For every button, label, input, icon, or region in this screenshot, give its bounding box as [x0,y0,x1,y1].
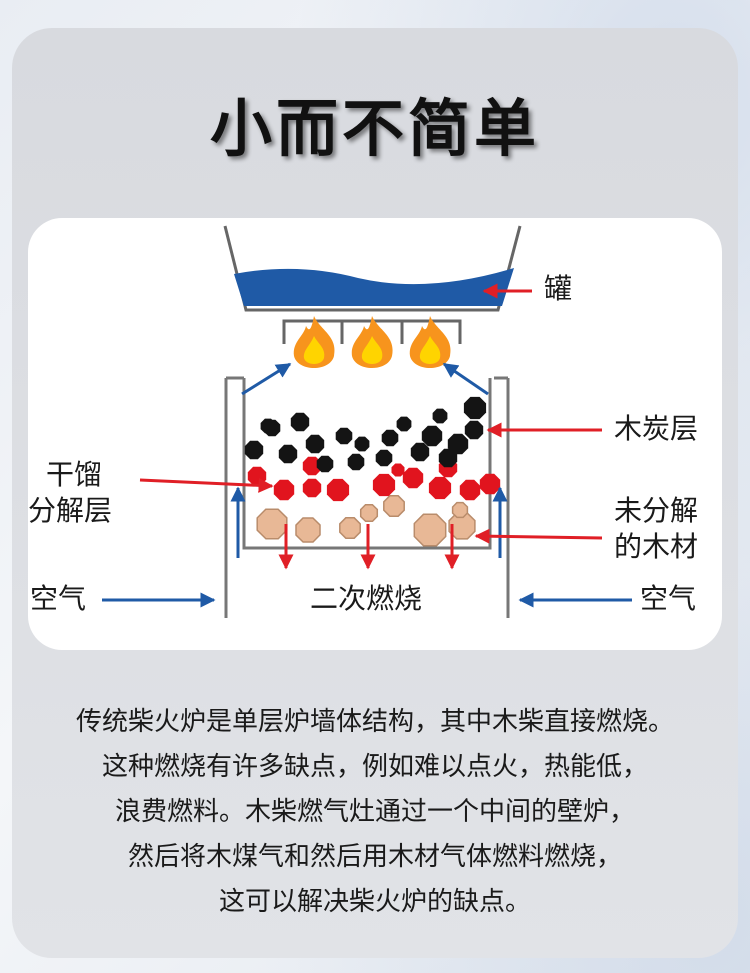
charcoal-piece [260,418,276,434]
air-left-label: 空气 [30,582,87,615]
secondary-combustion-label: 二次燃烧 [310,582,423,615]
flame [409,316,451,368]
pyrolysis-piece [302,456,322,476]
can [223,225,522,312]
label-pointer-arrows [139,283,603,570]
charcoal-layer [244,396,487,473]
undecomposed-wood-label-line1: 未分解 [614,494,699,527]
pyrolysis-piece [273,479,295,501]
air-flame-right-arrow [442,362,489,396]
charcoal-piece [421,425,443,447]
pyrolysis-piece [326,478,350,502]
pyrolysis-piece [459,479,481,501]
wood-piece [448,512,476,540]
charcoal-piece [438,448,458,468]
pyrolysis-piece [402,467,424,489]
wood-piece [359,503,379,523]
wood-piece [413,513,447,547]
air-flame-left-arrow [241,362,292,396]
pyrolysis-piece [428,476,452,500]
wood-piece [451,501,469,519]
stove-diagram-svg [102,225,632,618]
pyrolysis-piece [372,473,396,497]
flame [351,316,393,368]
wood-piece [383,495,405,517]
charcoal-piece [244,440,264,460]
description-line: 这种燃烧有许多缺点，例如难以点火，热能低， [101,752,648,782]
can-label: 罐 [544,272,573,305]
stove-diagram: 罐 木炭层 干馏 分解层 未分解 的木材 空气 空气 二次燃烧 [28,218,722,650]
pyrolysis-piece [479,473,501,495]
flame [293,316,335,368]
charcoal-piece [290,412,310,432]
wood-piece [256,508,288,540]
charcoal-piece [335,427,353,445]
pyrolysis-pointer-arrow [139,477,274,493]
air-right-label: 空气 [640,582,697,615]
description-text: 传统柴火炉是单层炉墙体结构，其中木柴直接燃烧。 这种燃烧有许多缺点，例如难以点火… [20,700,730,925]
water-in-can [234,268,514,306]
pyrolysis-piece [247,466,267,486]
description-line: 浪费燃料。木柴燃气灶通过一个中间的壁炉， [114,797,635,827]
wood-pointer-arrow [474,528,603,544]
stove-outer-wall [224,376,510,618]
description-line: 这可以解决柴火炉的缺点。 [218,887,531,917]
charcoal-piece [381,429,399,447]
pyrolysis-layer [247,456,501,502]
charcoal-layer-label: 木炭层 [614,412,699,445]
pyrolysis-piece [302,478,322,498]
charcoal-piece [463,396,487,420]
charcoal-piece [396,416,412,432]
description-line: 然后将木煤气和然后用木材气体燃料燃烧， [127,842,622,872]
pyrolysis-piece [391,463,405,477]
wood-piece [295,517,321,543]
charcoal-piece [316,455,334,473]
charcoal-piece [432,408,448,424]
flames [293,316,451,368]
charcoal-piece [278,444,298,464]
charcoal-piece [305,434,325,454]
charcoal-piece [347,453,365,471]
charcoal-piece [354,436,370,452]
page-title: 小而不简单 [209,92,540,165]
charcoal-piece [375,449,393,467]
charcoal-piece [447,433,469,455]
charcoal-piece [464,420,484,440]
wood-piece [339,517,361,539]
pyrolysis-layer-label-line1: 干馏 [46,458,103,491]
charcoal-piece [410,442,430,462]
description-line: 传统柴火炉是单层炉墙体结构，其中木柴直接燃烧。 [75,707,674,737]
pyrolysis-layer-label-line2: 分解层 [28,494,113,527]
undecomposed-wood-layer [256,495,476,547]
undecomposed-wood-label-line2: 的木材 [614,530,699,563]
air-flow-arrows [102,362,632,608]
